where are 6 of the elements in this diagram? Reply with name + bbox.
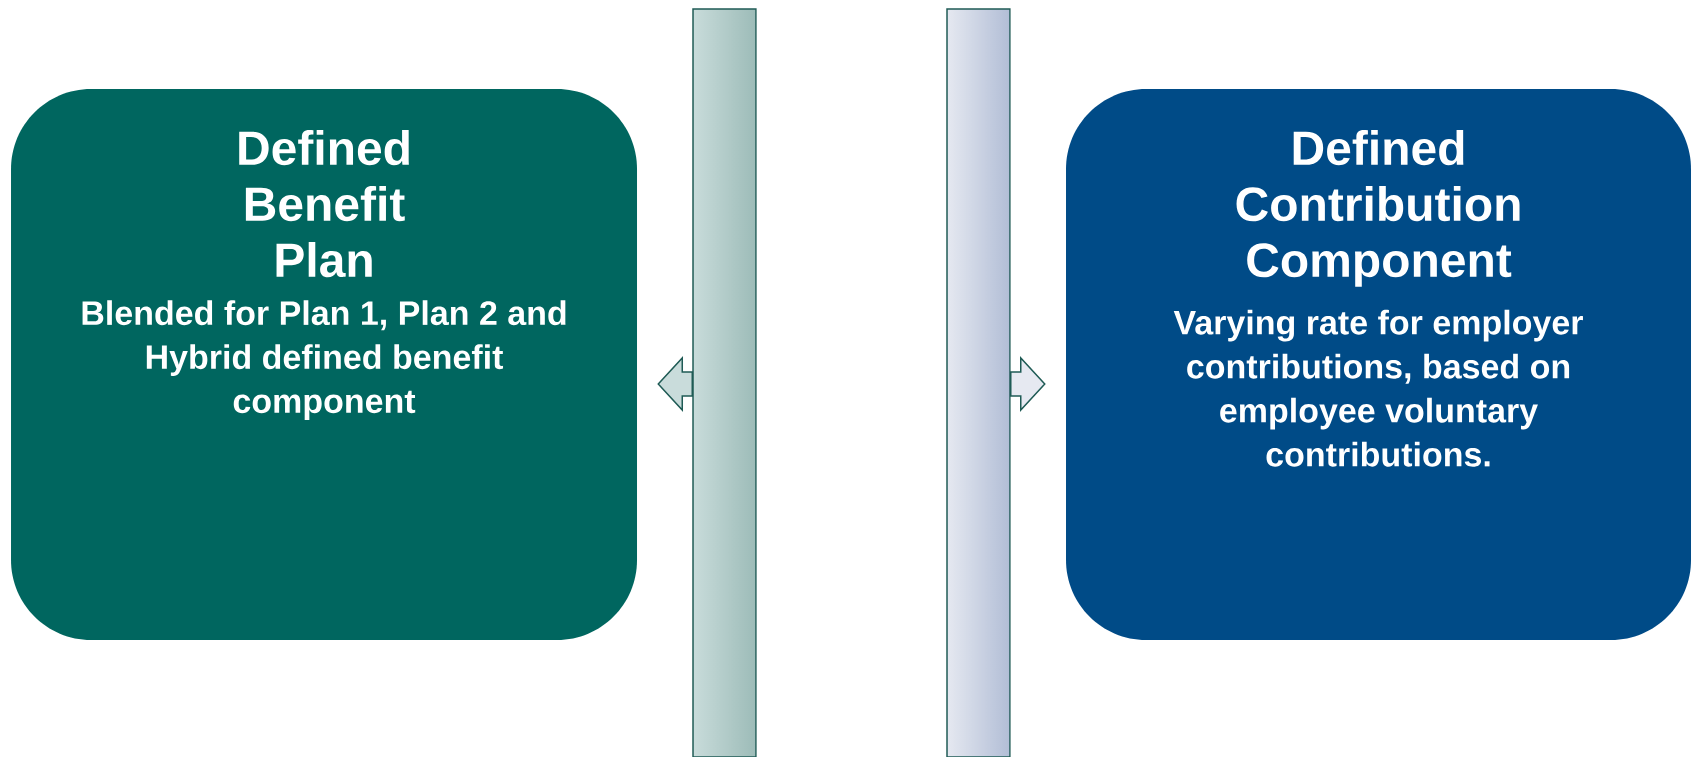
plan-box: Defined Contribution Component Varying rate for employer contributions, based on employee voluntary contributions.: [1066, 89, 1691, 640]
vertical-bar: [692, 8, 757, 757]
block-arrow: [1010, 356, 1046, 412]
block-arrow: [657, 356, 693, 412]
plan-box: Defined Benefit Plan Blended for Plan 1, Plan 2 and Hybrid defined benefit component: [11, 89, 637, 640]
vertical-bar: [946, 8, 1011, 757]
